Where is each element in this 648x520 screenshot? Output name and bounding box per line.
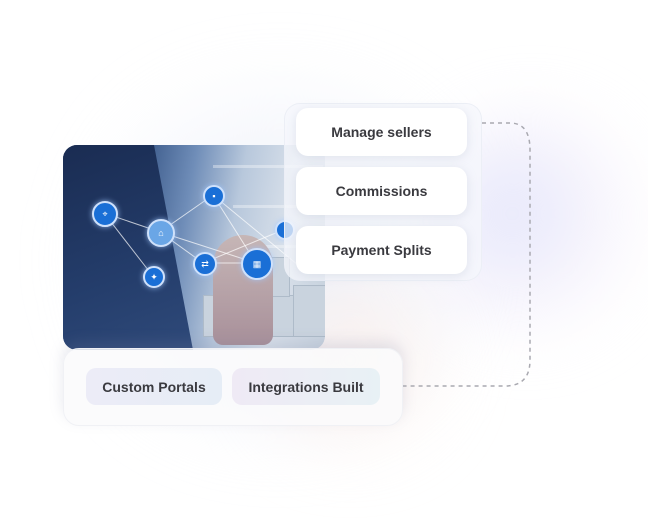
- transfer-arrows-icon: ⇄: [193, 252, 217, 276]
- handshake-icon: ✦: [143, 266, 165, 288]
- payment-splits-button[interactable]: Payment Splits: [296, 226, 467, 274]
- hero-image: ⌖ ⌂ ▪ ⇄ ▦ ✦: [63, 145, 325, 350]
- warehouse-icon: ⌂: [147, 219, 175, 247]
- forklift-icon: ▪: [203, 185, 225, 207]
- custom-portals-chip[interactable]: Custom Portals: [86, 368, 222, 405]
- location-pin-icon: ⌖: [92, 201, 118, 227]
- integrations-built-chip[interactable]: Integrations Built: [232, 368, 380, 405]
- commissions-button[interactable]: Commissions: [296, 167, 467, 215]
- manage-sellers-button[interactable]: Manage sellers: [296, 108, 467, 156]
- pallet-boxes-icon: ▦: [241, 248, 273, 280]
